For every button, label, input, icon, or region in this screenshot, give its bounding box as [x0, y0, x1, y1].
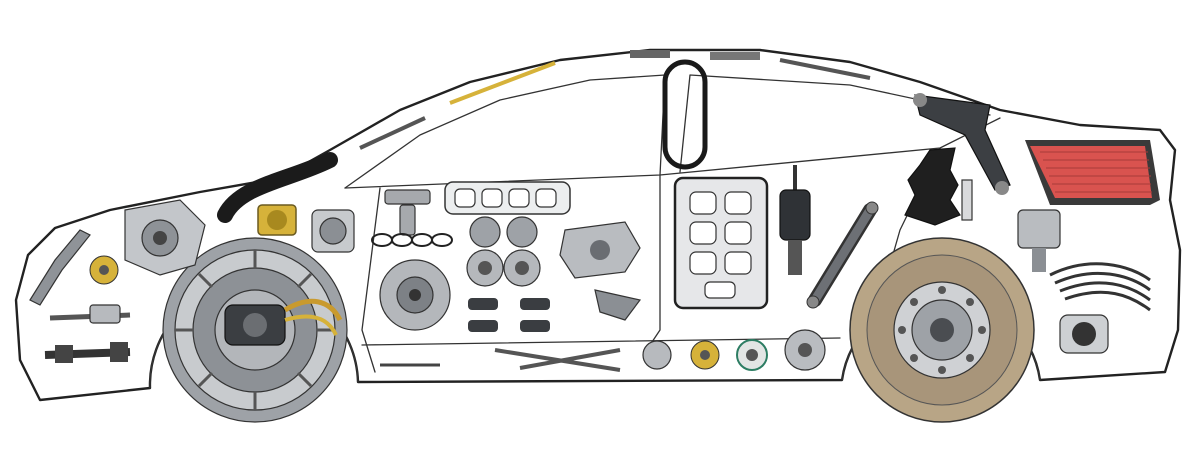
intake-manifold-gasket	[673, 176, 769, 310]
rocker-panel	[361, 337, 841, 346]
water-pump	[124, 199, 206, 276]
idler-pulley-set	[642, 329, 826, 371]
tie-rod-end	[29, 229, 91, 306]
radiator-hose	[217, 152, 338, 223]
clutch-disc	[849, 237, 1035, 423]
u-joint	[384, 189, 431, 236]
roof-parts	[359, 50, 871, 150]
oil-filter	[257, 204, 297, 236]
shock-absorber-rear	[806, 201, 879, 309]
engine-mount	[559, 221, 641, 279]
strut-front	[779, 165, 811, 275]
cv-boot	[904, 147, 961, 226]
door-divider	[649, 174, 661, 346]
tensioner-pulley-front	[89, 255, 119, 285]
steering-rack	[49, 304, 131, 324]
wiper-linkage	[380, 348, 621, 372]
spark-plug-wires	[1049, 262, 1151, 312]
o-ring-set	[371, 233, 453, 247]
control-arm	[913, 93, 1011, 195]
timing-belt	[662, 59, 708, 170]
control-arm-bracket	[594, 289, 642, 321]
beltline	[344, 117, 1001, 189]
cv-axle-front	[44, 342, 131, 363]
thermostat-housing	[311, 209, 355, 253]
spark-plug	[961, 179, 973, 221]
exhaust-gasket	[444, 181, 571, 215]
air-filter	[1025, 140, 1160, 205]
alternator	[379, 259, 451, 331]
wheel-hub-bearings	[466, 216, 541, 287]
piston	[1017, 209, 1061, 272]
bushing	[1059, 314, 1109, 354]
clutch-slave-cylinder	[224, 298, 343, 346]
brake-pads	[468, 298, 550, 332]
